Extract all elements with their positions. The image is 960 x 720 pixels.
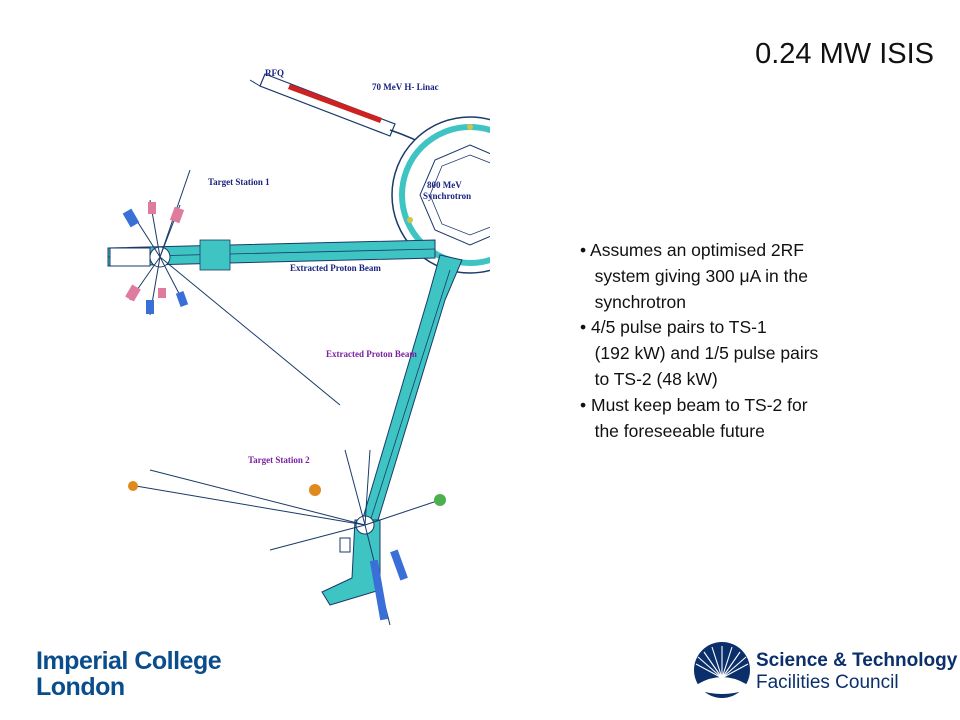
bullet-list: • Assumes an optimised 2RF system giving… [580,238,950,444]
epb2-label: Extracted Proton Beam [326,349,417,359]
imperial-logo-line1: Imperial College [36,647,222,675]
synchrotron-label-line1: 800 MeV [427,180,462,190]
target-station-2 [128,449,446,626]
stfc-logo: Science & Technology Facilities Council [692,640,957,700]
bullet-item: • Assumes an optimised 2RF system giving… [580,240,808,312]
synchrotron-label-line2: Synchrotron [423,191,471,201]
stfc-logo-line1: Science & Technology [756,650,958,671]
epb1-label: Extracted Proton Beam [290,263,381,273]
slide-title: 0.24 MW ISIS [755,38,934,70]
imperial-college-logo: Imperial College London [36,647,222,701]
ts2-beamline [321,254,463,606]
imperial-logo-line2: London [36,673,125,701]
linac-label: 70 MeV H- Linac [372,82,439,92]
isis-facility-diagram: RFQ 70 MeV H- Linac 800 MeV Synchrotron … [107,68,490,626]
bullet-item: • 4/5 pulse pairs to TS-1 (192 kW) and 1… [580,317,819,389]
rfq-label: RFQ [265,68,284,78]
ts1-beamline [107,239,436,271]
ts1-label: Target Station 1 [208,177,270,187]
stfc-sunburst-icon [694,642,750,698]
stfc-logo-line2: Facilities Council [756,672,899,693]
ts2-label: Target Station 2 [248,455,310,465]
synchrotron-ring [391,116,490,274]
target-station-1 [122,169,341,406]
bullet-item: • Must keep beam to TS-2 for the foresee… [580,394,808,441]
